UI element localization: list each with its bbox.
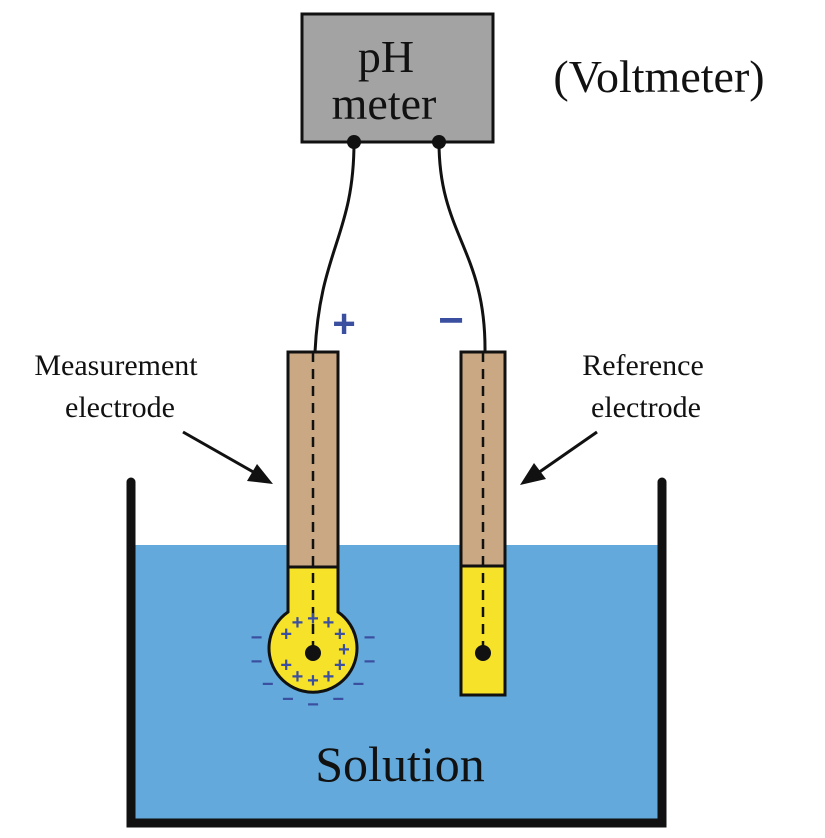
bulb-inner-charge: +	[307, 608, 319, 630]
bulb-inner-charge: +	[280, 655, 292, 677]
bulb-inner-charge: +	[334, 624, 346, 646]
beaker	[126, 477, 667, 828]
bulb-inner-charge: +	[323, 612, 335, 634]
reference-electrode-label-line2: electrode	[591, 391, 701, 424]
meter-terminal-negative	[432, 135, 446, 149]
measurement-electrode-label-line1: Measurement	[34, 349, 198, 382]
solution-label: Solution	[315, 736, 484, 792]
bulb-charge-signs: +++++++++++−−−−−−−−−	[251, 608, 376, 716]
bulb-outer-charge: −	[262, 673, 274, 695]
meter-terminal-positive	[347, 135, 361, 149]
measurement-wire	[313, 141, 356, 353]
ph-meter-box	[300, 12, 495, 144]
meter-label-line1: pH	[358, 31, 414, 82]
reference-electrode	[459, 350, 507, 697]
measurement-pointer-arrow	[182, 430, 273, 484]
reference-wire	[437, 141, 487, 353]
measurement-electrode-label-line2: electrode	[65, 391, 175, 424]
bulb-outer-charge: −	[364, 627, 376, 649]
bulb-inner-charge: +	[323, 666, 335, 688]
bulb-outer-charge: −	[352, 673, 364, 695]
voltmeter-annotation: (Voltmeter)	[553, 51, 764, 102]
bulb-inner-charge: +	[338, 639, 350, 661]
bulb-outer-charge: −	[332, 689, 344, 711]
bulb-outer-charge: −	[251, 627, 263, 649]
bulb-inner-charge: +	[280, 624, 292, 646]
solution-liquid	[131, 545, 662, 823]
bulb-inner-charge: +	[307, 670, 319, 692]
reference-electrode-label-line1: Reference	[582, 349, 704, 382]
bulb-outer-charge: −	[364, 651, 376, 673]
positive-terminal-sign: +	[332, 302, 355, 346]
measurement-electrode	[267, 350, 359, 694]
negative-terminal-sign: −	[438, 296, 464, 345]
bulb-outer-charge: −	[251, 651, 263, 673]
bulb-inner-charge: +	[292, 666, 304, 688]
bulb-inner-charge: +	[292, 612, 304, 634]
bulb-inner-charge: +	[334, 655, 346, 677]
meter-label-line2: meter	[332, 78, 437, 129]
bulb-outer-charge: −	[282, 689, 294, 711]
bulb-outer-charge: −	[307, 694, 319, 716]
reference-pointer-arrow	[520, 430, 598, 485]
